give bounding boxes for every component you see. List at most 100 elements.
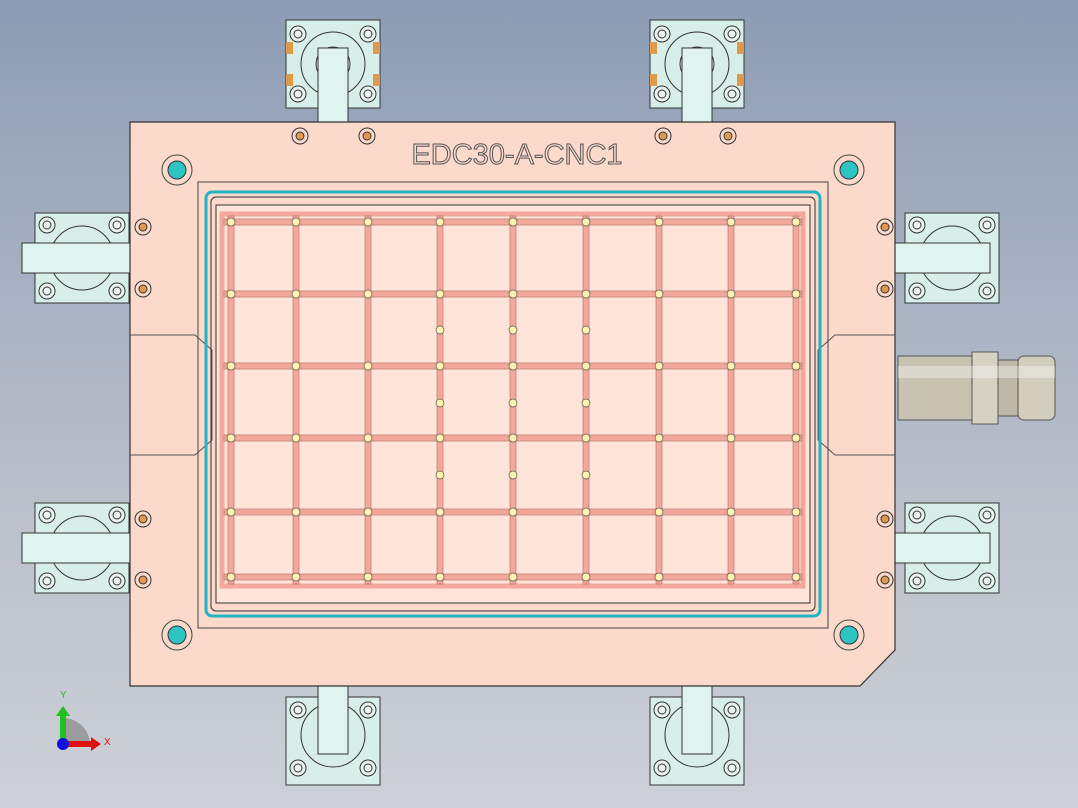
vacuum-hole (226, 433, 236, 443)
vacuum-hole (654, 217, 664, 227)
locating-pin (167, 160, 187, 180)
clamp-accent (373, 74, 380, 86)
bolt-icon (112, 220, 122, 230)
inner-pocket (197, 181, 829, 629)
bolt-icon (38, 216, 56, 234)
bolt-icon (912, 510, 922, 520)
bolt-icon (653, 759, 671, 777)
vacuum-hole (791, 433, 801, 443)
bolt-icon (293, 705, 303, 715)
bolt-icon (359, 85, 377, 103)
vacuum-hole (581, 470, 591, 480)
bolt-icon (908, 506, 926, 524)
vacuum-hole (581, 361, 591, 371)
locating-pin (167, 625, 187, 645)
mounting-hole (876, 510, 894, 528)
mounting-hole (358, 127, 376, 145)
vacuum-hole (508, 572, 518, 582)
bolt-icon (727, 763, 737, 773)
mounting-hole (876, 571, 894, 589)
x-axis-arrow (63, 741, 93, 747)
bolt-icon (723, 701, 741, 719)
bolt-icon (727, 29, 737, 39)
vacuum-hole (581, 289, 591, 299)
bolt-icon (42, 286, 52, 296)
vacuum-hole (435, 289, 445, 299)
bolt-icon (359, 701, 377, 719)
bolt-icon (293, 29, 303, 39)
bolt-icon (108, 282, 126, 300)
vacuum-hole (363, 217, 373, 227)
mounting-hole (291, 127, 309, 145)
vacuum-channel-grid (223, 215, 803, 585)
bolt-icon (978, 506, 996, 524)
engraved-label: EDC30-A-CNC1 (411, 139, 622, 171)
bolt-icon (978, 572, 996, 590)
bolt-icon (727, 705, 737, 715)
clamp-accent (286, 74, 293, 86)
bolt-icon (363, 89, 373, 99)
vacuum-hole (581, 398, 591, 408)
channel-vertical (364, 215, 372, 585)
clamp-accent (737, 74, 744, 86)
bolt-icon (42, 220, 52, 230)
vacuum-hole (726, 289, 736, 299)
vacuum-hole (791, 217, 801, 227)
locating-pin-ring (161, 619, 193, 651)
vacuum-hole (726, 217, 736, 227)
vacuum-hole (435, 217, 445, 227)
bolt-icon (727, 89, 737, 99)
mounting-hole (134, 510, 152, 528)
mounting-hole (138, 514, 148, 524)
bolt-icon (108, 506, 126, 524)
bolt-icon (978, 216, 996, 234)
bolt-icon (912, 220, 922, 230)
axis-triad: X Y (56, 690, 111, 751)
vacuum-hole (508, 361, 518, 371)
vacuum-hole (654, 572, 664, 582)
vacuum-hole (581, 217, 591, 227)
bolt-icon (112, 286, 122, 296)
mounting-hole (134, 218, 152, 236)
vacuum-hole (726, 433, 736, 443)
clamp-accent (650, 74, 657, 86)
vacuum-hole (791, 507, 801, 517)
vacuum-hole (726, 507, 736, 517)
vacuum-hole (508, 217, 518, 227)
vacuum-hole (363, 507, 373, 517)
mounting-hole (880, 222, 890, 232)
plate-step-right (817, 334, 895, 456)
bolt-icon (359, 759, 377, 777)
bolt-icon (359, 25, 377, 43)
vacuum-hole (291, 433, 301, 443)
vacuum-hole (581, 433, 591, 443)
vacuum-hole (291, 289, 301, 299)
locating-pins (134, 127, 894, 651)
bolt-icon (908, 282, 926, 300)
vacuum-hole (508, 325, 518, 335)
vacuum-hole (508, 470, 518, 480)
vacuum-hole (508, 507, 518, 517)
locating-pin-ring (833, 154, 865, 186)
vacuum-hole (654, 433, 664, 443)
bolt-icon (657, 29, 667, 39)
vacuum-hole (363, 361, 373, 371)
mounting-hole (138, 222, 148, 232)
plate-step-left (130, 334, 213, 456)
seal-groove-outline (210, 196, 816, 612)
vacuum-hole (726, 572, 736, 582)
bolt-icon (653, 85, 671, 103)
channel-vertical (292, 215, 300, 585)
vacuum-hole (291, 217, 301, 227)
vacuum-hole (226, 572, 236, 582)
vacuum-hole (435, 572, 445, 582)
vacuum-hose-fitting (897, 351, 1056, 425)
bolt-icon (653, 701, 671, 719)
mounting-hole (134, 280, 152, 298)
clamp-accent (737, 42, 744, 54)
locating-pin (839, 625, 859, 645)
mounting-hole (876, 280, 894, 298)
bolt-icon (112, 576, 122, 586)
vacuum-hole (726, 361, 736, 371)
